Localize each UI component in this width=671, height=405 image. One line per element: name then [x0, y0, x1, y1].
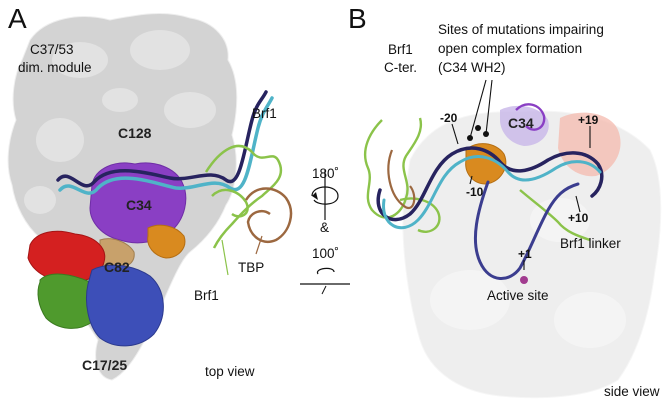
c82-orange-domain [147, 224, 186, 259]
c82-label: C82 [104, 259, 130, 275]
dim-module-label: dim. module [18, 60, 92, 75]
brf1-top-label: Brf1 [252, 106, 277, 121]
silhouette-texture-b [430, 198, 626, 348]
rotation-amp-label: & [320, 220, 329, 235]
brf1-ribbon-b [363, 117, 591, 242]
pos-minus-20: -20 [440, 111, 458, 125]
panel-b-letter: B [348, 3, 367, 34]
c37-53-label: C37/53 [30, 42, 74, 57]
orange-domain-b [465, 143, 507, 185]
dna-helix-a [56, 90, 274, 195]
rotation-arrowhead-180-icon [312, 192, 318, 200]
active-site-marker [520, 276, 528, 284]
complex-silhouette-b [402, 110, 662, 399]
leader-lines-a [221, 239, 229, 276]
side-view-label: side view [604, 384, 660, 399]
sites-line-3: (C34 WH2) [438, 60, 506, 75]
pos-plus-1: +1 [518, 247, 532, 261]
sites-line-1: Sites of mutations impairing [438, 22, 604, 37]
panel-b: B Sites of mutations impairing open comp… [348, 3, 662, 399]
panel-a-letter: A [8, 3, 27, 34]
tbp-ribbon-a [244, 187, 293, 243]
leader-lines-a2 [255, 235, 263, 255]
rotation-tick [321, 285, 327, 295]
surface-texture-a [24, 30, 216, 214]
rotation-100-label: 100˚ [312, 246, 339, 261]
brf1-cter-line-2: C-ter. [384, 60, 417, 75]
c128-label: C128 [118, 125, 152, 141]
mutation-leader-lines [469, 79, 493, 139]
c17-25-label: C17/25 [82, 357, 127, 373]
pos-plus-19: +19 [578, 113, 599, 127]
c34-label-a: C34 [126, 197, 152, 213]
brf1-bottom-label: Brf1 [194, 288, 219, 303]
tbp-label: TBP [238, 260, 264, 275]
c34-ribbon-b [515, 103, 546, 131]
sites-line-2: open complex formation [438, 41, 582, 56]
active-site-label: Active site [487, 288, 549, 303]
rotation-indicator: 180˚ & 100˚ [300, 166, 350, 295]
position-ticks [451, 123, 591, 270]
brf1-ribbon-a [204, 144, 283, 249]
pos-minus-10: -10 [466, 185, 484, 199]
brf1-cter-line-1: Brf1 [388, 42, 413, 57]
top-view-label: top view [205, 364, 255, 379]
c34-label-b: C34 [508, 115, 534, 131]
brf1-linker-label: Brf1 linker [560, 236, 621, 251]
dna-helix-b [376, 146, 604, 280]
rotation-180-label: 180˚ [312, 166, 339, 181]
panel-a: A C37/53 dim. module C128 C34 C82 C17/25… [7, 3, 293, 381]
pale-purple-domain [500, 105, 549, 146]
rotation-arrow-180-icon [311, 186, 339, 205]
tbp-ribbon-b [387, 149, 416, 209]
blue-domain [86, 264, 164, 347]
rotation-arrow-100-icon [316, 267, 335, 275]
pos-plus-10: +10 [568, 211, 589, 225]
